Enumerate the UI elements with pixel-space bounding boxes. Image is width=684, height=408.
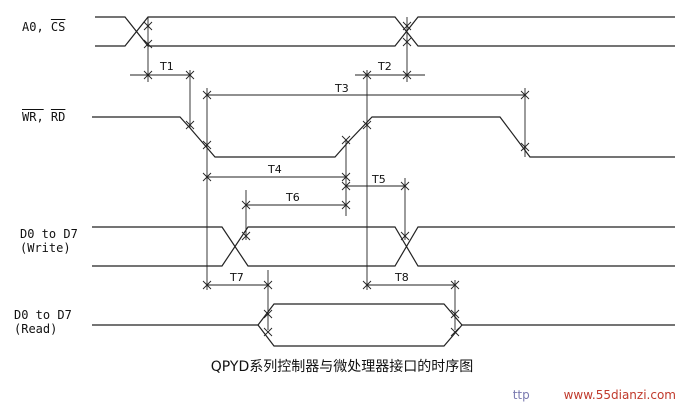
- reference-lines: [147, 17, 526, 330]
- signal-label-data-write: D0 to D7 (Write): [20, 227, 78, 255]
- data-read-waveform: [92, 303, 675, 347]
- t7-label: T7: [229, 271, 244, 284]
- cs-label: CS: [50, 20, 66, 34]
- t3-label: T3: [334, 82, 349, 95]
- data-write-line1: D0 to D7: [20, 227, 78, 241]
- t8-label: T8: [394, 271, 409, 284]
- a0-label: A0,: [22, 20, 44, 34]
- watermark-url: www.55dianzi.com: [563, 388, 676, 402]
- diagram-caption: QPYD系列控制器与微处理器接口的时序图: [210, 359, 474, 375]
- wr-rd-waveform: [92, 116, 675, 158]
- watermark-prefix: ttp: [512, 388, 530, 402]
- data-write-line2: (Write): [20, 241, 71, 255]
- t6-label: T6: [285, 191, 300, 204]
- signal-label-data-read: D0 to D7 (Read): [14, 308, 72, 336]
- data-read-line1: D0 to D7: [14, 308, 72, 322]
- watermark: ttp www.55dianzi.com: [513, 388, 676, 402]
- tick-marks: [143, 21, 530, 337]
- timing-dimensions: [130, 74, 525, 286]
- t5-label: T5: [371, 173, 386, 186]
- t2-label: T2: [377, 60, 392, 73]
- t1-label: T1: [159, 60, 174, 73]
- t4-label: T4: [267, 163, 282, 176]
- data-read-line2: (Read): [14, 322, 58, 336]
- data-write-waveform: [92, 226, 675, 267]
- signal-label-a0-cs: A0, CS: [22, 20, 65, 34]
- wr-label: WR,: [22, 110, 44, 124]
- rd-label: RD: [50, 110, 66, 124]
- timing-labels: T1 T2 T3 T4 T5 T6 T7 T8: [159, 60, 409, 284]
- a0-cs-waveform: [95, 16, 675, 47]
- signal-label-wr-rd: WR, RD: [22, 110, 65, 124]
